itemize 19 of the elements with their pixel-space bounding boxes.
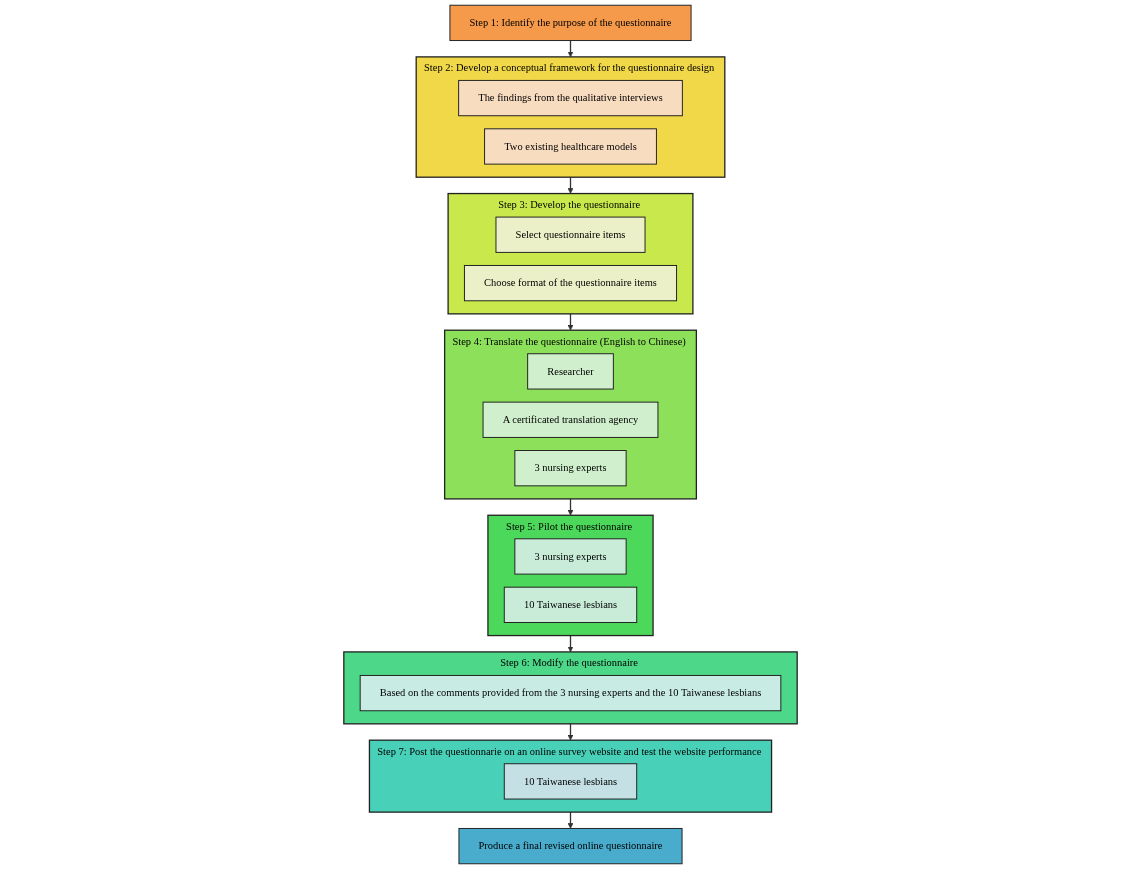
arrow	[567, 176, 574, 194]
node-box: Produce a final revised online questionnaire	[458, 827, 683, 865]
node-box: Based on the comments provided from the 3 nursing experts and the 10 Taiwanese lesbians	[359, 674, 782, 712]
node-box: 10 Taiwanese lesbians	[503, 763, 638, 800]
arrow	[567, 723, 574, 741]
node-box: A certificated translation agency	[482, 401, 659, 438]
node-box: Select questionnaire items	[495, 216, 646, 253]
node-box: Researcher	[527, 353, 614, 390]
arrow	[567, 634, 574, 653]
node-box: 10 Taiwanese lesbians	[503, 586, 638, 623]
node-box: Choose format of the questionnaire items	[463, 265, 678, 302]
node-box: The findings from the qualitative interviews	[458, 79, 683, 117]
arrow	[567, 313, 574, 331]
node-box: 3 nursing experts	[514, 450, 627, 487]
arrow	[567, 498, 574, 516]
arrow	[567, 39, 574, 58]
node-box: Step 1: Identify the purpose of the questionnaire	[449, 4, 692, 42]
node-box: Two existing healthcare models	[484, 128, 657, 165]
node-box: 3 nursing experts	[514, 538, 627, 575]
